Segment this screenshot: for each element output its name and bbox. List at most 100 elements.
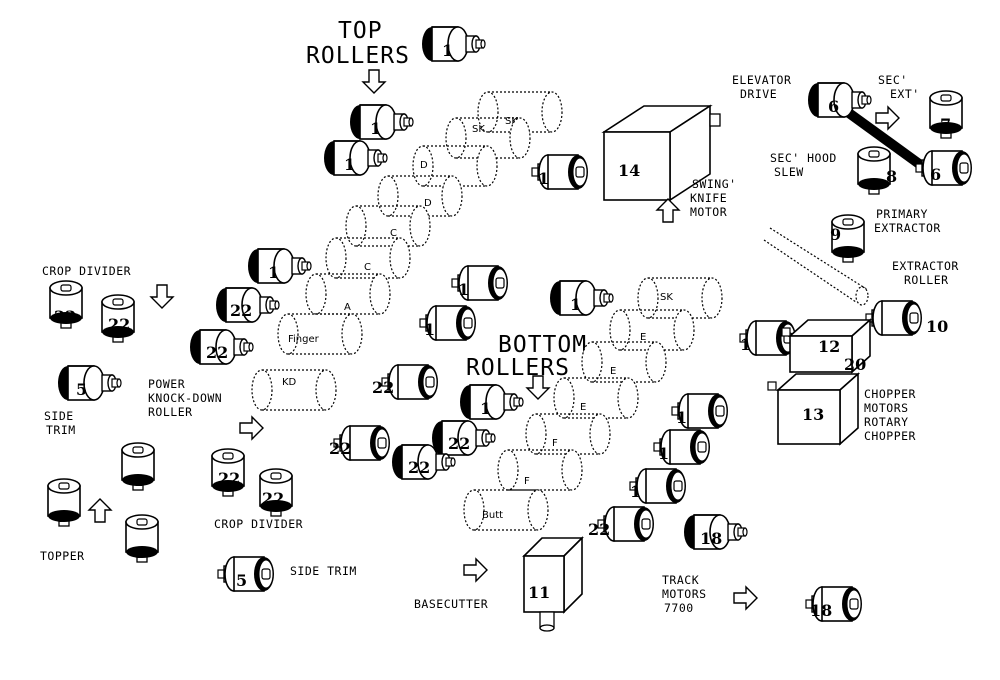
svg-text:6: 6	[828, 97, 839, 116]
svg-text:12: 12	[818, 337, 840, 356]
roller-e-1: E	[640, 332, 646, 343]
basecutter-motor-11: 11	[522, 536, 584, 632]
svg-text:3: 3	[56, 507, 67, 526]
elevator-shaft	[839, 103, 925, 171]
label-roller: ROLLER	[148, 405, 193, 419]
label-side: SIDE	[44, 409, 74, 423]
motor-22-b: 22	[189, 329, 254, 365]
svg-text:1: 1	[740, 335, 751, 354]
bottom-roller-stack: SK E E E F F Butt	[463, 277, 723, 531]
roller-e-3: E	[580, 402, 586, 413]
motor-18-b: 18	[805, 586, 863, 622]
roller-d-2: D	[424, 198, 432, 209]
svg-text:20: 20	[844, 355, 866, 374]
svg-text:22: 22	[329, 439, 351, 458]
swing-knife-motor-14: 14	[601, 104, 721, 202]
motor-22-d: 22	[329, 425, 391, 461]
motor-1-top-e: 1	[247, 248, 312, 284]
motor-1-bottom-b: 1	[739, 320, 797, 356]
basecutter-arrow-icon	[463, 558, 488, 582]
motor-18-a: 18	[683, 514, 748, 550]
top-rollers-arrow-icon	[362, 69, 386, 94]
label-motor: MOTOR	[690, 205, 727, 219]
chopper-motor-13: 13	[767, 372, 861, 446]
topper-arrow-icon	[88, 498, 112, 523]
label-drive: DRIVE	[740, 87, 777, 101]
svg-text:1: 1	[676, 408, 687, 427]
roller-sk-bottom: SK	[660, 292, 673, 303]
label-knife: KNIFE	[690, 191, 727, 205]
label-sec-hood: SEC' HOOD	[770, 151, 837, 165]
svg-text:22: 22	[588, 520, 610, 539]
swing-knife-arrow-icon	[656, 198, 680, 223]
label-sec-ext-2: EXT'	[890, 87, 920, 101]
motor-22-crop-b: 22	[101, 294, 135, 343]
svg-text:22: 22	[230, 301, 252, 320]
motor-1-top-a: 1	[421, 26, 486, 62]
label-rotary: ROTARY	[864, 415, 909, 429]
motor-10: 10	[865, 300, 948, 336]
label-chopper-2: CHOPPER	[864, 429, 916, 443]
svg-text:1: 1	[480, 399, 491, 418]
label-primary: PRIMARY	[876, 207, 928, 221]
label-power: POWER	[148, 377, 185, 391]
svg-text:1: 1	[538, 169, 549, 188]
extractor-roller	[763, 227, 869, 306]
roller-a: A	[344, 302, 351, 313]
motor-22-a: 22	[215, 287, 280, 323]
motor-22-crop-c: 22	[211, 448, 245, 497]
label-side-trim-bottom: SIDE TRIM	[290, 564, 357, 578]
top-roller-stack: SK SK D D C C A Finger KD	[251, 91, 563, 411]
motor-22-e: 22	[431, 420, 496, 456]
label-extractor-roller-2: ROLLER	[904, 273, 949, 287]
motor-1-top-f: 1	[451, 265, 509, 301]
label-extractor-roller-1: EXTRACTOR	[892, 259, 959, 273]
label-crop-divider-top: CROP DIVIDER	[42, 264, 131, 278]
svg-text:8: 8	[886, 167, 897, 186]
svg-text:22: 22	[372, 378, 394, 397]
svg-text:1: 1	[442, 41, 453, 60]
chopper-motor-12-20: 12 20	[781, 318, 873, 374]
svg-text:13: 13	[802, 405, 824, 424]
motor-22-g: 22	[588, 506, 655, 542]
label-knock-down: KNOCK-DOWN	[148, 391, 222, 405]
roller-sk-top-1: SK	[505, 116, 518, 127]
roller-butt: Butt	[482, 510, 503, 521]
motor-22-crop-a: 22	[49, 280, 83, 329]
motor-5-bottom: 5	[217, 556, 275, 592]
motor-1-bottom-d: 1	[671, 393, 729, 429]
label-swing: SWING'	[692, 177, 737, 191]
motor-1-bottom-e: 1	[653, 429, 711, 465]
motor-5-left: 5	[57, 365, 122, 401]
crop-divider-arrow-icon	[150, 284, 174, 309]
svg-text:1: 1	[658, 444, 669, 463]
svg-text:22: 22	[218, 469, 240, 488]
motor-22-c: 22	[372, 364, 439, 400]
svg-text:7: 7	[940, 115, 951, 134]
roller-finger: Finger	[288, 334, 320, 345]
label-slew: SLEW	[774, 165, 804, 179]
roller-kd: KD	[282, 377, 297, 388]
svg-text:1: 1	[570, 295, 581, 314]
knock-down-arrow-icon	[239, 416, 264, 440]
motor-9: 9	[830, 214, 865, 263]
svg-text:11: 11	[528, 583, 550, 602]
svg-text:18: 18	[700, 529, 722, 548]
svg-text:1: 1	[344, 155, 355, 174]
svg-text:1: 1	[424, 320, 435, 339]
svg-text:6: 6	[930, 165, 941, 184]
sec-ext-arrow-icon	[875, 106, 900, 130]
motor-1-top-b: 1	[349, 104, 414, 140]
roller-c-1: C	[390, 228, 397, 239]
svg-text:9: 9	[830, 225, 841, 244]
motor-1-bottom-a: 1	[549, 280, 614, 316]
label-chopper: CHOPPER	[864, 387, 916, 401]
roller-f-1: F	[552, 438, 558, 449]
svg-text:5: 5	[76, 380, 87, 399]
roller-f-2: F	[524, 476, 530, 487]
motor-1-bottom-c: 1	[459, 384, 524, 420]
title-top: TOP	[338, 18, 383, 44]
motor-3-a: 3	[47, 478, 81, 527]
label-elevator: ELEVATOR	[732, 73, 791, 87]
